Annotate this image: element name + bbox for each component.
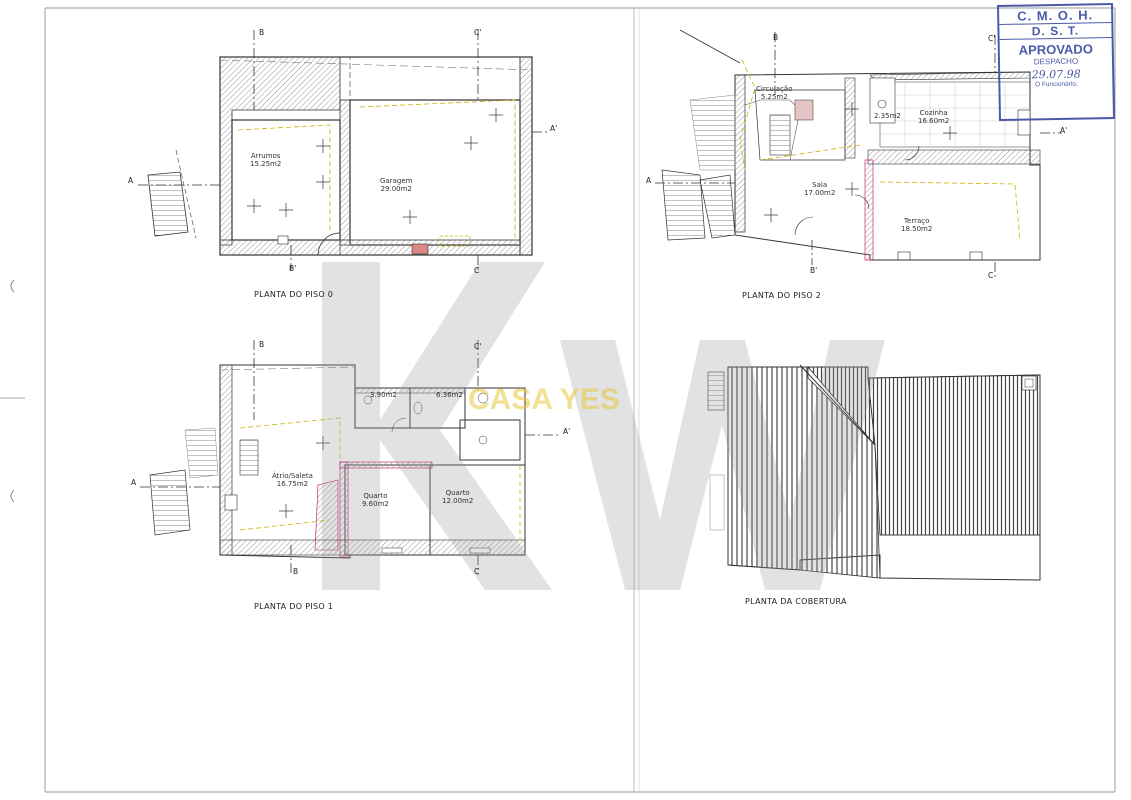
section-marker-c-prime: C' xyxy=(988,34,996,43)
floor-plan-piso-2 xyxy=(655,29,1062,278)
section-marker-b-prime: B' xyxy=(810,266,818,275)
section-marker-c: C xyxy=(988,271,994,280)
caption-cobertura: PLANTA DA COBERTURA xyxy=(745,597,847,606)
section-marker-a-prime: A' xyxy=(1060,126,1068,135)
section-marker-a-prime: A' xyxy=(550,124,558,133)
roof-plan xyxy=(707,364,1041,581)
section-marker-b: B xyxy=(293,567,299,576)
stamp-despacho: DESPACHO xyxy=(1033,56,1079,67)
room-label-wc-piso-2: 2.35m2 xyxy=(874,112,901,120)
stamp-line-2: D. S. T. xyxy=(999,22,1112,40)
section-marker-c-prime: C' xyxy=(474,28,482,37)
section-marker-c: C xyxy=(474,266,480,275)
caption-piso-2: PLANTA DO PISO 2 xyxy=(742,291,822,300)
section-marker-b: B xyxy=(259,340,265,349)
section-marker-b-prime: B' xyxy=(289,264,297,273)
section-marker-a: A xyxy=(128,176,134,185)
section-marker-a: A xyxy=(131,478,137,487)
floor-plan-piso-0 xyxy=(138,30,548,272)
sheet-frame xyxy=(0,7,1116,793)
section-marker-c: C xyxy=(474,567,480,576)
room-label-wc-1: 3.90m2 xyxy=(370,391,397,399)
caption-piso-1: PLANTA DO PISO 1 xyxy=(254,602,334,611)
watermark-text: CASA YES xyxy=(468,383,620,416)
section-marker-c-prime: C' xyxy=(474,342,482,351)
room-label-wc-2: 6.36m2 xyxy=(436,391,463,399)
watermark-kw xyxy=(322,262,885,590)
section-marker-a: A xyxy=(646,176,652,185)
section-marker-b: B xyxy=(259,28,265,37)
stamp-official: O Funcionário, xyxy=(1035,80,1078,89)
caption-piso-0: PLANTA DO PISO 0 xyxy=(254,290,334,299)
section-marker-a-prime: A' xyxy=(563,427,571,436)
floor-plan-piso-1 xyxy=(140,340,560,575)
approval-stamp: C. M. O. H. D. S. T. APROVADO DESPACHO 2… xyxy=(996,2,1116,122)
section-marker-b: B xyxy=(773,33,779,42)
